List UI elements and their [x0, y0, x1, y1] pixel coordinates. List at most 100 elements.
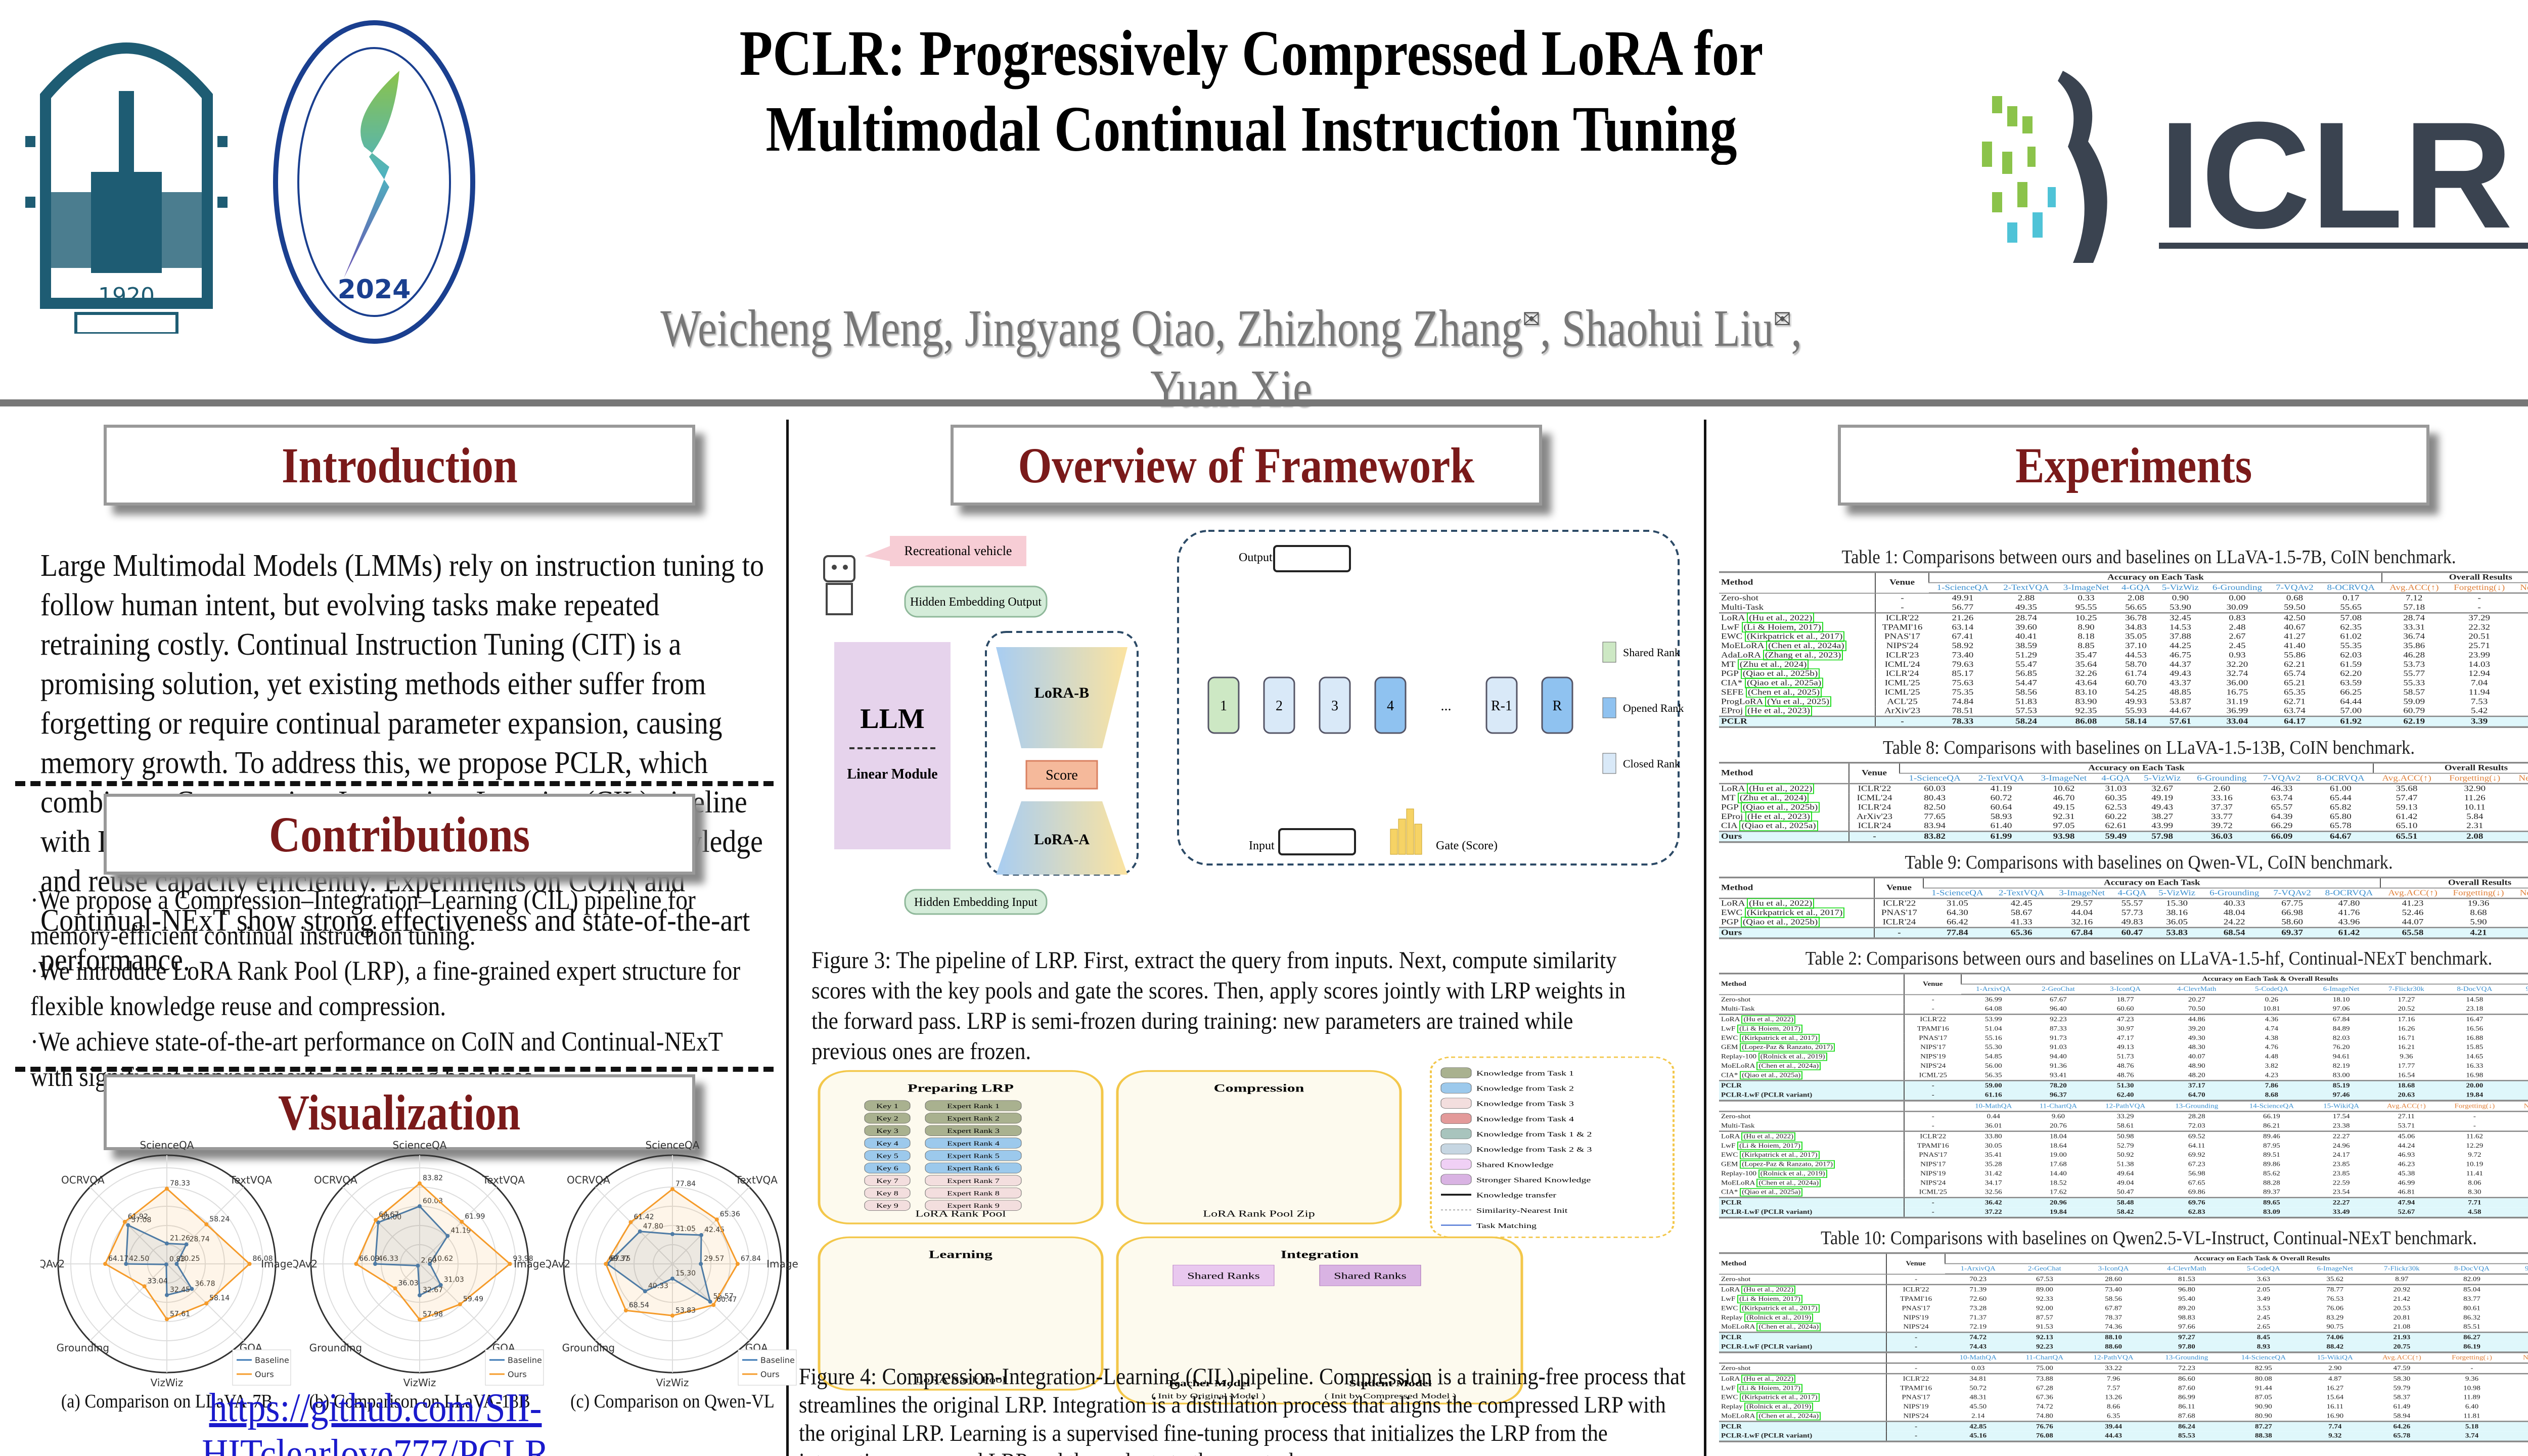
citation-link[interactable]: (Hu et al., 2022)	[1741, 1132, 1796, 1141]
venue-cell: NIPS'19	[1886, 1402, 1945, 1412]
citation-link[interactable]: (Kirkpatrick et al., 2017)	[1740, 1393, 1820, 1402]
github-link[interactable]: https://github.com/SII-HITclearlove777/P…	[202, 1386, 549, 1456]
citation-link[interactable]: (Qiao et al., 2025a)	[1739, 820, 1818, 831]
value-cell: 56.00	[1984, 1063, 2002, 1070]
radar-value-label: 69.37	[609, 1255, 629, 1263]
value-cell: 22.59	[2332, 1179, 2350, 1187]
framework-heading-box: Overview of Framework	[951, 425, 1542, 506]
value-cell: 83.09	[2233, 1207, 2310, 1219]
value-cell: 20.96	[2025, 1197, 2091, 1208]
value-cell: 66.29	[2271, 821, 2293, 831]
citation-link[interactable]: (Hu et al., 2022)	[1747, 898, 1815, 909]
citation-link[interactable]: (Qiao et al., 2025a)	[1744, 677, 1824, 689]
venue-cell: -	[1874, 927, 1924, 939]
value-cell: 60.64	[1990, 802, 2012, 812]
value-cell: 39.44	[2078, 1421, 2149, 1432]
citation-link[interactable]: (Chen et al., 2025)	[1746, 687, 1822, 698]
table-10-caption: Table 10: Comparisons with baselines on …	[1821, 1227, 2477, 1249]
citation-link[interactable]: (He et al., 2023)	[1745, 811, 1813, 822]
value-cell: 71.28	[2507, 1313, 2528, 1323]
citation-link[interactable]: (Kirkpatrick et al., 2017)	[1740, 1151, 1820, 1160]
table-2-caption: Table 2: Comparisons between ours and ba…	[1805, 948, 2493, 970]
value-cell: 66.42	[1947, 918, 1968, 927]
citation-link[interactable]: (Kirkpatrick et al., 2017)	[1740, 1034, 1820, 1043]
citation-link[interactable]: (Zhang et al., 2023)	[1763, 650, 1843, 661]
citation-link[interactable]: (Qiao et al., 2025a)	[1740, 1071, 1803, 1080]
figure-4-cil-pipeline: Preparing LRP LoRA Rank Pool Compression…	[818, 1056, 1675, 1405]
value-cell: 77.65	[1924, 812, 1946, 821]
value-cell: 32.45	[2155, 612, 2205, 623]
citation-link[interactable]: (Chen et al., 2024a)	[1756, 1323, 1821, 1332]
citation-link[interactable]: (Qiao et al., 2025b)	[1740, 802, 1820, 813]
value-cell: 41.19	[1970, 783, 2033, 794]
citation-link[interactable]: (Lopez-Paz & Ranzato, 2017)	[1740, 1043, 1835, 1052]
value-cell: 64.44	[2340, 697, 2362, 706]
citation-link[interactable]: (Chen et al., 2024a)	[1756, 1062, 1821, 1071]
citation-link[interactable]: (Qiao et al., 2025a)	[1740, 1188, 1803, 1197]
citation-link[interactable]: (Qiao et al., 2025b)	[1740, 917, 1820, 928]
venue-cell: TPAMI'16	[1904, 1024, 1962, 1034]
value-cell: 0.33	[2078, 594, 2095, 603]
hidden-input-label: Hidden Embedding Input	[914, 896, 1037, 909]
citation-link[interactable]: (Li & Hoiem, 2017)	[1737, 1142, 1802, 1151]
value-cell: 53.90	[2169, 603, 2191, 612]
contributions-heading-box: Contributions	[104, 794, 695, 875]
value-cell: 61.16	[1961, 1090, 2026, 1101]
citation-link[interactable]: (Li & Hoiem, 2017)	[1737, 1025, 1802, 1033]
value-cell: 2.45	[2256, 1314, 2271, 1322]
author-list: Weicheng Meng, Jingyang Qiao, Zhizhong Z…	[660, 299, 1802, 418]
citation-link[interactable]: (Li & Hoiem, 2017)	[1737, 1384, 1802, 1393]
value-cell: 49.13	[2116, 1044, 2134, 1051]
radar-axis-label: VizWiz	[656, 1377, 689, 1389]
hit-logo: 1920	[25, 42, 228, 334]
citation-link[interactable]: (Hu et al., 2022)	[1747, 783, 1815, 794]
citation-link[interactable]: (Hu et al., 2022)	[1747, 612, 1815, 623]
value-cell: -	[2512, 603, 2528, 613]
legend-entry: Knowledge from Task 4	[1476, 1115, 1574, 1123]
value-cell: 36.42	[1961, 1197, 2026, 1208]
value-cell: 80.43	[1924, 793, 1946, 802]
citation-link[interactable]: (Kirkpatrick et al., 2017)	[1744, 907, 1845, 918]
citation-link[interactable]: (Li & Hoiem, 2017)	[1737, 1295, 1802, 1304]
citation-link[interactable]: (Rolnick et al., 2019)	[1758, 1053, 1827, 1062]
method-name: MoELoRA	[1721, 1413, 1757, 1420]
venue-cell: ICML'25	[1874, 688, 1929, 698]
value-cell: -	[2473, 1113, 2476, 1120]
value-cell: 48.76	[2116, 1063, 2134, 1070]
citation-link[interactable]: (Chen et al., 2024a)	[1756, 1412, 1821, 1421]
citation-link[interactable]: (Chen et al., 2024a)	[1756, 1179, 1821, 1188]
citation-link[interactable]: (Hu et al., 2022)	[1741, 1375, 1796, 1384]
citation-link[interactable]: (Rolnick et al., 2019)	[1744, 1402, 1814, 1412]
rank-label: R	[1553, 698, 1562, 714]
value-cell: 78.20	[2025, 1080, 2091, 1091]
citation-link[interactable]: (Yu et al., 2025)	[1765, 696, 1832, 707]
citation-link[interactable]: (Hu et al., 2022)	[1741, 1015, 1796, 1024]
value-cell: 64.70	[2159, 1090, 2234, 1101]
method-name: LoRA	[1721, 899, 1747, 908]
input-label: Input	[1249, 839, 1275, 852]
lora-a-label: LoRA-A	[1034, 831, 1090, 848]
radar-value-label: 67.84	[741, 1255, 761, 1263]
citation-link[interactable]: (Kirkpatrick et al., 2017)	[1744, 631, 1845, 642]
citation-link[interactable]: (Rolnick et al., 2019)	[1744, 1313, 1814, 1323]
value-cell: -	[2509, 1121, 2528, 1131]
value-cell: 16.26	[2398, 1025, 2415, 1033]
citation-link[interactable]: (Lopez-Paz & Ranzato, 2017)	[1740, 1160, 1835, 1169]
citation-link[interactable]: (Hu et al., 2022)	[1741, 1286, 1796, 1295]
citation-link[interactable]: (Kirkpatrick et al., 2017)	[1740, 1304, 1820, 1313]
value-cell: 49.83	[2121, 918, 2143, 927]
citation-link[interactable]: (Zhu et al., 2024)	[1737, 792, 1809, 803]
key-chip	[864, 1100, 911, 1111]
value-cell: 61.00	[2308, 783, 2373, 794]
citation-link[interactable]: (He et al., 2023)	[1745, 705, 1813, 716]
value-cell: 54.70	[2509, 1052, 2528, 1061]
citation-link[interactable]: (Qiao et al., 2025b)	[1740, 668, 1820, 679]
citation-link[interactable]: (Chen et al., 2024a)	[1766, 641, 1846, 651]
citation-link[interactable]: (Zhu et al., 2024)	[1737, 659, 1809, 670]
llm-label: LLM	[860, 703, 925, 735]
value-cell: 31.03	[2095, 783, 2137, 794]
citation-link[interactable]: (Li & Hoiem, 2017)	[1741, 622, 1823, 633]
citation-link[interactable]: (Rolnick et al., 2019)	[1758, 1169, 1827, 1178]
